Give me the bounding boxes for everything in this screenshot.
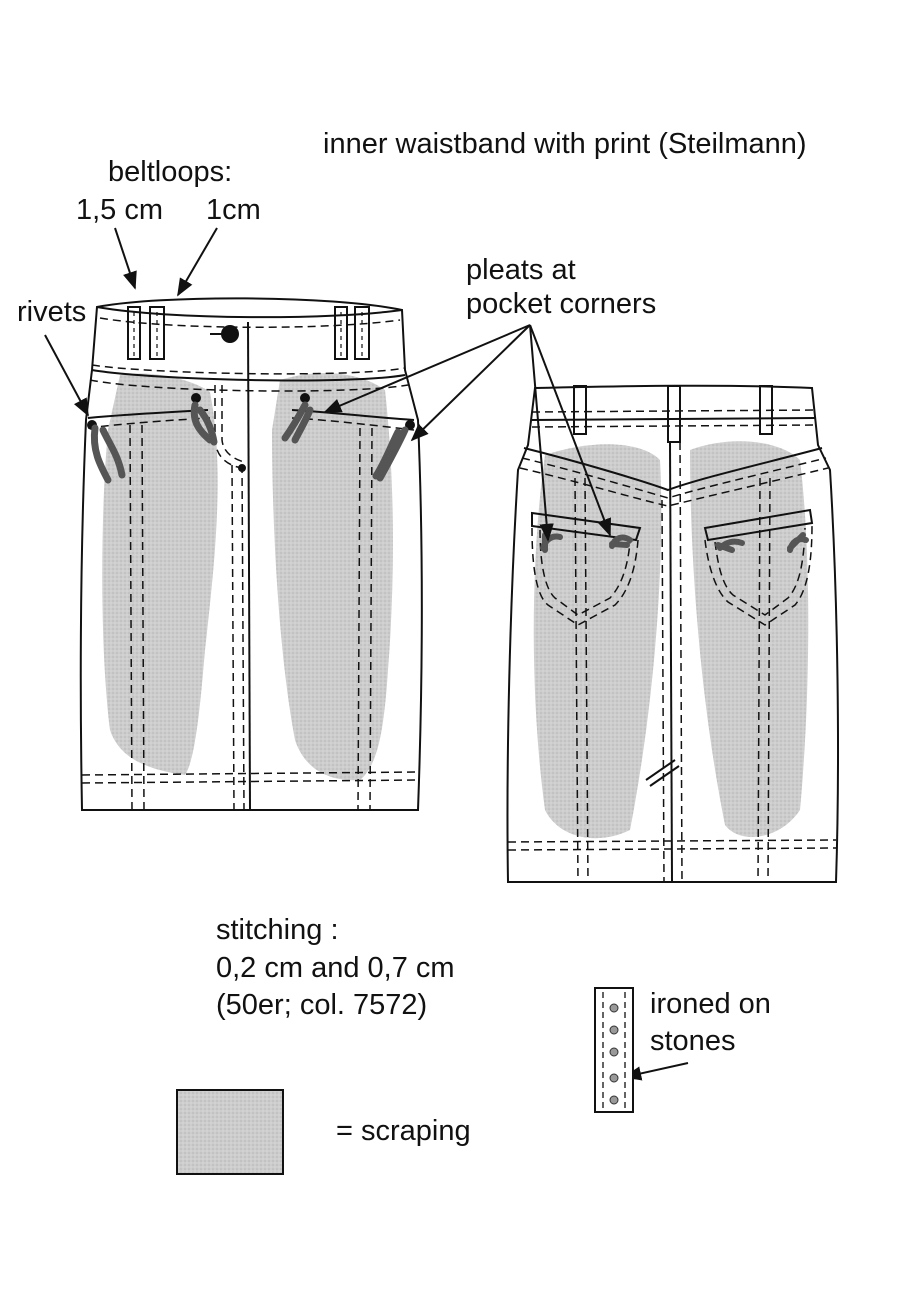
- beltloop-wide-label: 1,5 cm: [76, 194, 164, 226]
- stones-label-line2: stones: [650, 1025, 736, 1057]
- scraping-legend-label: = scraping: [336, 1115, 471, 1147]
- pleats-label-line2: pocket corners: [466, 288, 657, 320]
- rivets-label: rivets: [17, 296, 87, 328]
- stitching-label-line2: 0,2 cm and 0,7 cm: [216, 952, 455, 984]
- annotation-arrows: [44, 227, 689, 1081]
- beltloops-title: beltloops:: [108, 156, 233, 188]
- stones-beltloop-detail: [594, 987, 634, 1113]
- back-skirt-outline: [506, 384, 839, 883]
- pleats-label-line1: pleats at: [466, 254, 576, 286]
- stitching-label-line1: stitching :: [216, 914, 339, 946]
- back-scraping-right: [690, 441, 809, 837]
- front-view: [79, 297, 423, 811]
- inner-waistband-label: inner waistband with print (Steilmann): [323, 128, 807, 160]
- front-skirt-outline: [79, 297, 423, 811]
- scraping-legend-swatch: [176, 1089, 284, 1175]
- stones-label-line1: ironed on: [650, 988, 771, 1020]
- front-scraping-right: [272, 373, 393, 781]
- beltloop-narrow-label: 1cm: [206, 194, 261, 226]
- stitching-label-line3: (50er; col. 7572): [216, 989, 428, 1021]
- back-view: [506, 384, 839, 883]
